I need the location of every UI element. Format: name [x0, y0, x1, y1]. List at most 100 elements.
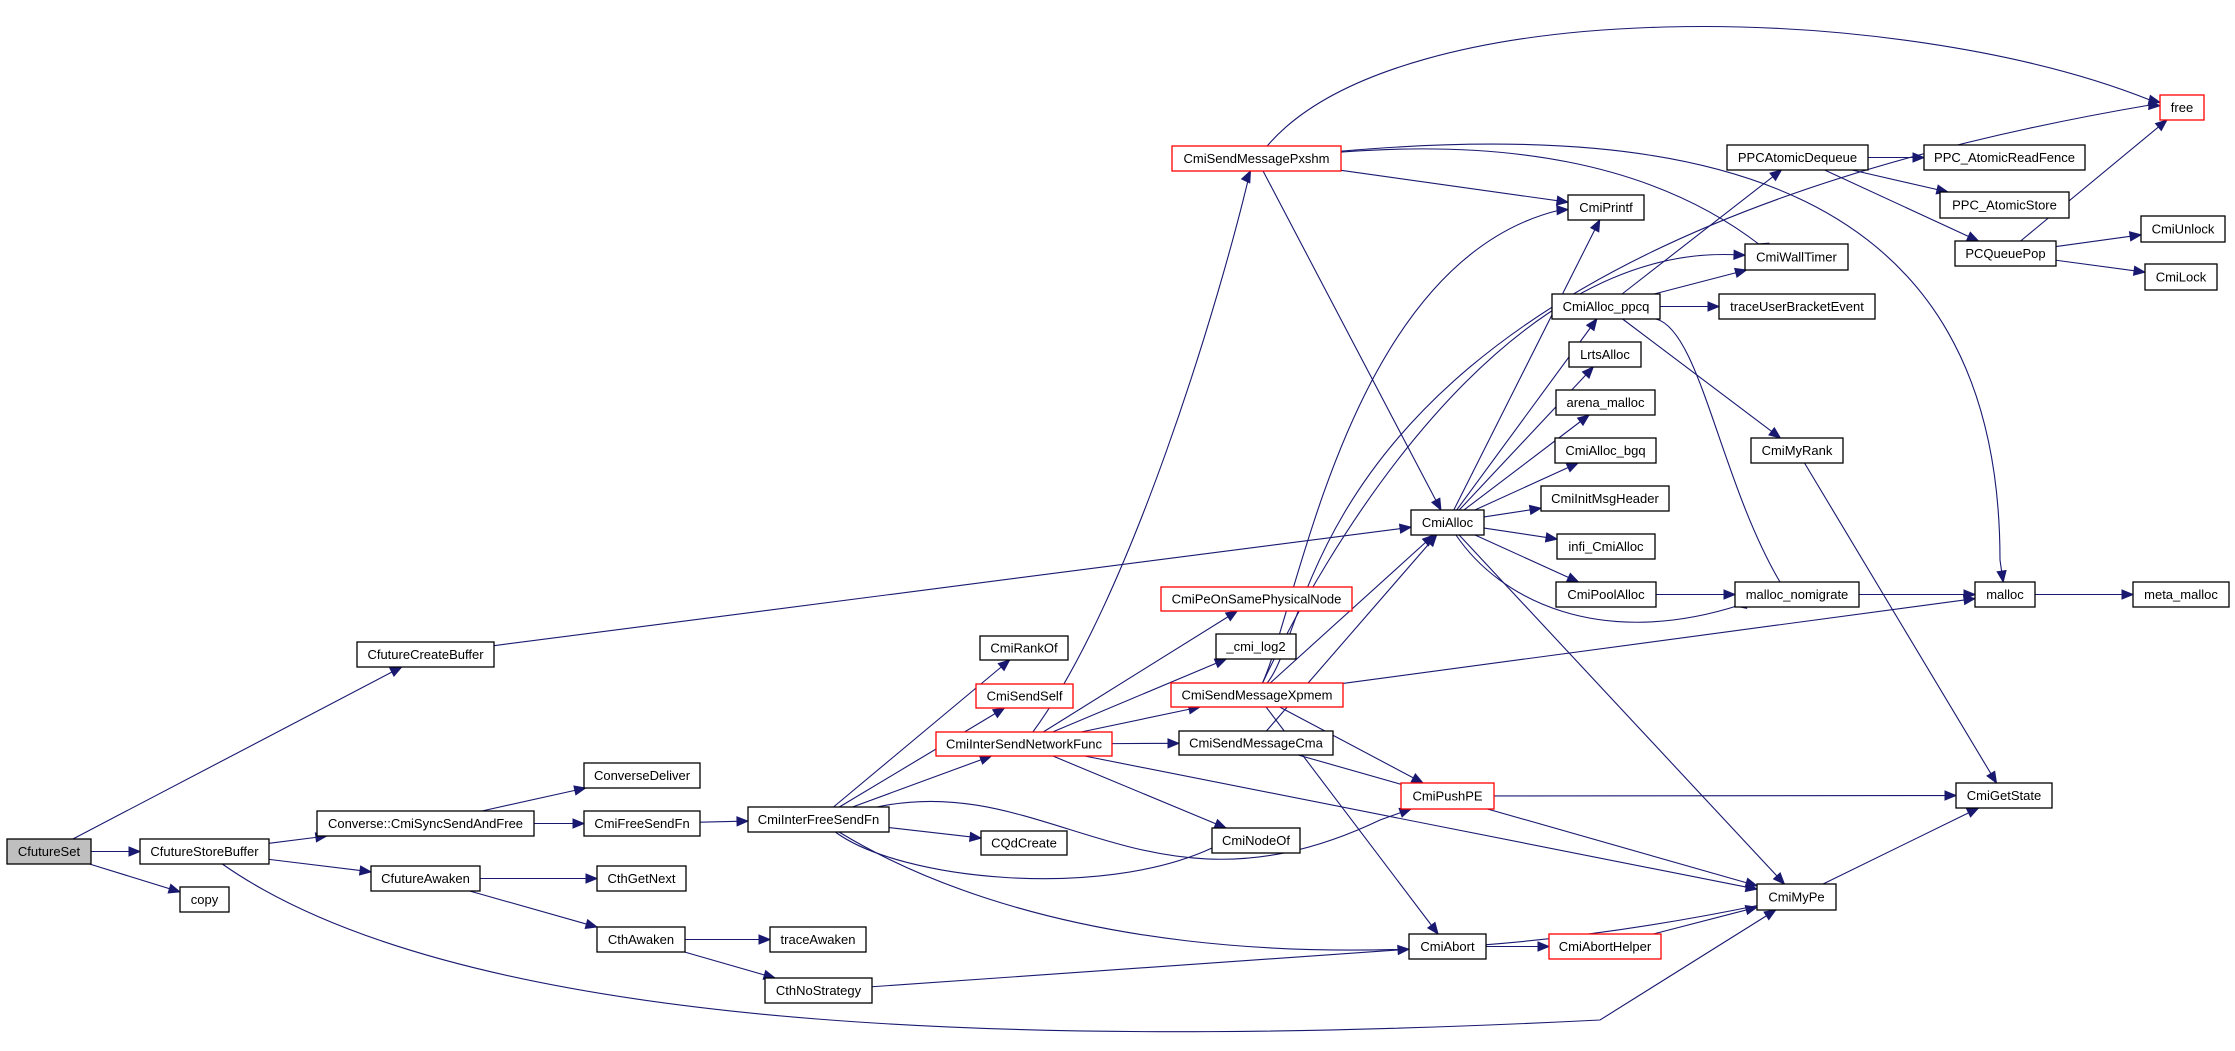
- node-label[interactable]: CfutureSet: [18, 844, 81, 859]
- node-label[interactable]: CmiUnlock: [2152, 221, 2215, 236]
- node-CmiInterFreeSendFn[interactable]: CmiInterFreeSendFn: [747, 806, 890, 833]
- node-label[interactable]: meta_malloc: [2144, 587, 2218, 602]
- node-malloc[interactable]: malloc: [1974, 581, 2036, 608]
- node-label[interactable]: CmiSendSelf: [987, 688, 1063, 703]
- node-CmiPrintf[interactable]: CmiPrintf: [1567, 194, 1645, 221]
- node-CmiNodeOf[interactable]: CmiNodeOf: [1211, 827, 1301, 854]
- node-CmiSendMessagePxshm[interactable]: CmiSendMessagePxshm: [1171, 145, 1342, 172]
- node-box[interactable]: [1160, 586, 1353, 612]
- node-label[interactable]: CmiInterSendNetworkFunc: [946, 736, 1103, 751]
- node-box[interactable]: [980, 830, 1068, 856]
- node-label[interactable]: CmiAlloc_ppcq: [1563, 299, 1650, 314]
- node-label[interactable]: free: [2171, 100, 2193, 115]
- node-box[interactable]: [1408, 933, 1487, 960]
- node-label[interactable]: CmiPeOnSamePhysicalNode: [1172, 591, 1342, 606]
- node-box[interactable]: [1568, 341, 1642, 368]
- node-label[interactable]: CmiPoolAlloc: [1567, 587, 1645, 602]
- node-box[interactable]: [2132, 581, 2230, 608]
- node-CmiInterSendNetworkFunc[interactable]: CmiInterSendNetworkFunc: [935, 731, 1113, 757]
- node-CQdCreate[interactable]: CQdCreate: [980, 830, 1068, 856]
- node-CmiPeOnSamePhysicalNode[interactable]: CmiPeOnSamePhysicalNode: [1160, 586, 1353, 612]
- node-box[interactable]: [764, 977, 873, 1004]
- node-box[interactable]: [1215, 633, 1297, 660]
- node-box[interactable]: [769, 926, 867, 953]
- node-box[interactable]: [975, 683, 1074, 709]
- node-cmi_log2[interactable]: _cmi_log2: [1215, 633, 1297, 660]
- node-label[interactable]: _cmi_log2: [1225, 639, 1285, 654]
- node-CmiMyRank[interactable]: CmiMyRank: [1750, 437, 1844, 464]
- node-box[interactable]: [1923, 144, 2086, 171]
- node-CmiInitMsgHeader[interactable]: CmiInitMsgHeader: [1540, 485, 1670, 512]
- node-PPCAtomicDequeue[interactable]: PPCAtomicDequeue: [1726, 144, 1869, 171]
- node-box[interactable]: [1734, 581, 1860, 608]
- node-box[interactable]: [1554, 437, 1657, 464]
- node-label[interactable]: CmiGetState: [1967, 788, 2041, 803]
- node-ConverseCmiSyncSendAndFree[interactable]: Converse::CmiSyncSendAndFree: [316, 810, 535, 837]
- node-label[interactable]: PPC_AtomicStore: [1952, 197, 2057, 212]
- node-box[interactable]: [179, 886, 230, 913]
- node-box[interactable]: [979, 635, 1069, 661]
- node-CfutureCreateBuffer[interactable]: CfutureCreateBuffer: [356, 641, 495, 668]
- node-label[interactable]: malloc: [1986, 587, 2024, 602]
- node-box[interactable]: [1556, 533, 1656, 560]
- node-box[interactable]: [1750, 437, 1844, 464]
- node-box[interactable]: [1410, 509, 1485, 536]
- node-label[interactable]: CmiWallTimer: [1756, 249, 1837, 264]
- node-label[interactable]: CmiRankOf: [990, 640, 1058, 655]
- node-label[interactable]: CmiMyPe: [1768, 889, 1824, 904]
- node-CmiPushPE[interactable]: CmiPushPE: [1400, 782, 1495, 810]
- node-meta_malloc[interactable]: meta_malloc: [2132, 581, 2230, 608]
- node-CmiRankOf[interactable]: CmiRankOf: [979, 635, 1069, 661]
- node-malloc_nomigrate[interactable]: malloc_nomigrate: [1734, 581, 1860, 608]
- node-box[interactable]: [1400, 782, 1495, 810]
- node-label[interactable]: CmiAbortHelper: [1559, 939, 1652, 954]
- node-label[interactable]: CthNoStrategy: [776, 983, 862, 998]
- node-CmiAbortHelper[interactable]: CmiAbortHelper: [1548, 933, 1662, 960]
- node-label[interactable]: CmiSendMessageXpmem: [1181, 687, 1332, 702]
- node-label[interactable]: CmiPrintf: [1579, 200, 1633, 215]
- node-box[interactable]: [1718, 293, 1876, 320]
- node-label[interactable]: CmiMyRank: [1762, 443, 1833, 458]
- node-label[interactable]: LrtsAlloc: [1580, 347, 1630, 362]
- node-label[interactable]: CmiSendMessagePxshm: [1184, 151, 1330, 166]
- node-box[interactable]: [747, 806, 890, 833]
- node-CmiMyPe[interactable]: CmiMyPe: [1756, 883, 1837, 911]
- node-box[interactable]: [1170, 682, 1344, 708]
- node-label[interactable]: CmiAbort: [1420, 939, 1475, 954]
- node-label[interactable]: traceUserBracketEvent: [1730, 299, 1864, 314]
- node-box[interactable]: [1548, 933, 1662, 960]
- node-CmiAbort[interactable]: CmiAbort: [1408, 933, 1487, 960]
- node-box[interactable]: [1551, 293, 1661, 320]
- node-label[interactable]: CthGetNext: [608, 871, 676, 886]
- node-label[interactable]: PCQueuePop: [1965, 246, 2045, 261]
- node-box[interactable]: [1540, 485, 1670, 512]
- node-box[interactable]: [1744, 243, 1849, 271]
- node-box[interactable]: [1756, 883, 1837, 911]
- node-label[interactable]: CmiLock: [2156, 269, 2207, 284]
- node-ConverseDeliver[interactable]: ConverseDeliver: [583, 762, 701, 789]
- node-label[interactable]: infi_CmiAlloc: [1568, 539, 1644, 554]
- node-CmiGetState[interactable]: CmiGetState: [1955, 782, 2053, 809]
- node-traceUserBracketEvent[interactable]: traceUserBracketEvent: [1718, 293, 1876, 320]
- node-box[interactable]: [935, 731, 1113, 757]
- node-label[interactable]: CQdCreate: [991, 835, 1057, 850]
- node-label[interactable]: malloc_nomigrate: [1746, 587, 1849, 602]
- node-label[interactable]: CmiPushPE: [1412, 788, 1482, 803]
- node-PPC_AtomicStore[interactable]: PPC_AtomicStore: [1939, 191, 2070, 219]
- node-box[interactable]: [2159, 94, 2205, 121]
- node-box[interactable]: [1555, 581, 1657, 608]
- node-CmiUnlock[interactable]: CmiUnlock: [2140, 215, 2226, 243]
- node-free[interactable]: free: [2159, 94, 2205, 121]
- node-box[interactable]: [139, 838, 270, 865]
- node-label[interactable]: CthAwaken: [608, 932, 674, 947]
- node-CfutureSet[interactable]: CfutureSet: [6, 838, 92, 865]
- node-CmiFreeSendFn[interactable]: CmiFreeSendFn: [583, 810, 701, 837]
- node-CfutureAwaken[interactable]: CfutureAwaken: [370, 865, 481, 892]
- node-box[interactable]: [1171, 145, 1342, 172]
- node-label[interactable]: CfutureCreateBuffer: [367, 647, 484, 662]
- node-label[interactable]: arena_malloc: [1566, 395, 1645, 410]
- node-box[interactable]: [356, 641, 495, 668]
- node-box[interactable]: [1178, 730, 1334, 756]
- node-CmiSendMessageXpmem[interactable]: CmiSendMessageXpmem: [1170, 682, 1344, 708]
- node-label[interactable]: CmiAlloc: [1422, 515, 1474, 530]
